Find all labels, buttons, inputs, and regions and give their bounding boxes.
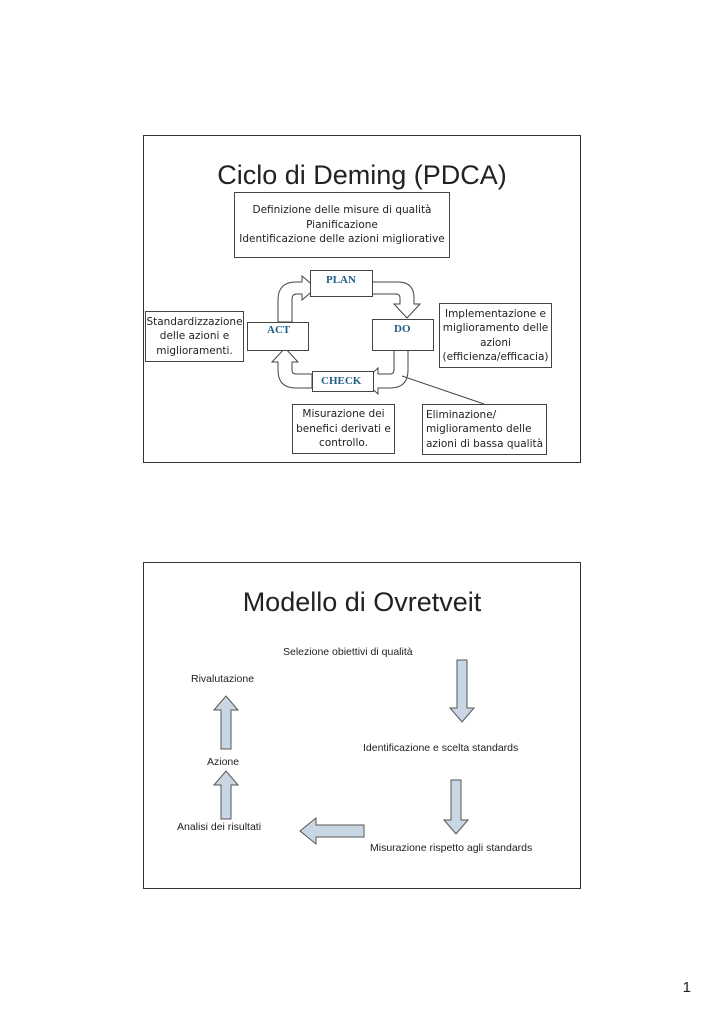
step-selezione: Selezione obiettivi di qualità	[283, 646, 413, 658]
act-note-line: delle azioni e	[159, 330, 230, 343]
phase-check-label: CHECK	[321, 375, 362, 387]
slide-title: Modello di Ovretveit	[242, 587, 482, 617]
do-note: Implementazione e miglioramento delle az…	[439, 303, 552, 368]
phase-check: CHECK	[312, 371, 374, 392]
check-note-line: controllo.	[319, 437, 368, 450]
phase-do: DO	[372, 319, 434, 351]
phase-do-label: DO	[394, 323, 411, 335]
act-note: Standardizzazione delle azioni e miglior…	[145, 311, 244, 362]
step-misurazione: Misurazione rispetto agli standards	[370, 842, 533, 854]
arrow-down-2	[442, 779, 470, 835]
do-note-line: (efficienza/efficacia)	[442, 351, 549, 363]
step-azione: Azione	[207, 756, 240, 768]
do-note-line: miglioramento delle	[442, 322, 549, 334]
arrow-up-2	[212, 695, 240, 750]
elimination-note-line: azioni di bassa qualità	[426, 437, 544, 450]
act-note-line: miglioramenti.	[156, 344, 233, 357]
arrow-check-to-act	[270, 347, 313, 389]
arrow-down-1	[448, 659, 476, 723]
plan-description-line: Identificazione delle azioni migliorativ…	[239, 233, 445, 246]
step-analisi: Analisi dei risultati	[177, 821, 262, 833]
slide-title: Ciclo di Deming (PDCA)	[217, 160, 507, 190]
plan-description-line: Definizione delle misure di qualità	[252, 204, 432, 217]
step-identificazione: Identificazione e scelta standards	[363, 742, 519, 754]
elimination-note-line: Eliminazione/	[426, 408, 497, 421]
plan-description-line: Pianificazione	[306, 218, 378, 231]
arrow-up-1	[212, 770, 240, 820]
elimination-note-line: miglioramento delle	[426, 423, 532, 436]
arrow-left	[299, 816, 365, 846]
elimination-note: Eliminazione/ miglioramento delle azioni…	[422, 404, 547, 455]
act-note-line: Standardizzazione	[146, 315, 243, 328]
flow-arrows	[212, 659, 476, 846]
cycle-arrows	[270, 274, 485, 405]
check-note: Misurazione dei benefici derivati e cont…	[292, 404, 395, 454]
phase-plan-label: PLAN	[326, 274, 356, 286]
phase-act-label: ACT	[267, 324, 291, 336]
do-note-line: Implementazione e	[444, 307, 547, 320]
slide-pdca: Ciclo di Deming (PDCA) Definizione delle…	[143, 135, 581, 463]
plan-description-box: Definizione delle misure di qualità Pian…	[234, 192, 450, 258]
arrow-act-to-plan	[277, 274, 317, 323]
step-rivalutazione: Rivalutazione	[191, 673, 255, 685]
check-note-line: benefici derivati e	[296, 422, 391, 435]
phase-plan: PLAN	[310, 270, 373, 297]
slide-ovretveit: Modello di Ovretveit Selezione obiettivi…	[143, 562, 581, 889]
page-number: 1	[682, 979, 691, 996]
arrow-plan-to-do	[371, 281, 422, 319]
phase-act: ACT	[247, 322, 309, 351]
leader-line	[401, 375, 485, 405]
do-note-line: azioni	[480, 336, 511, 349]
check-note-line: Misurazione dei	[302, 408, 385, 421]
